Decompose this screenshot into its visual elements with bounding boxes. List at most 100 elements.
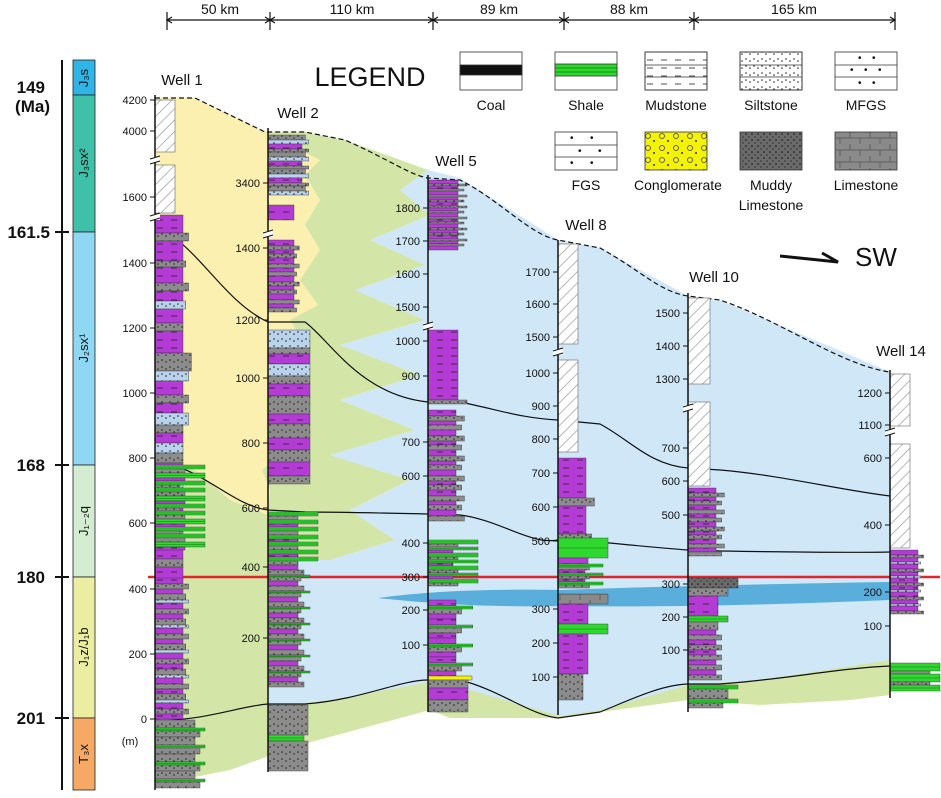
legend-muddy-limestone-label: Limestone: [739, 197, 804, 213]
svg-text:•: •: [598, 146, 602, 157]
depth-tick-label: 1700: [396, 236, 420, 248]
green-facies: [155, 132, 430, 560]
formation-label-j3sx2: J₃sx²: [76, 148, 91, 178]
depth-tick-label: 100: [662, 645, 680, 657]
legend-muddy-label: Muddy: [750, 177, 792, 193]
depth-tick-label: 600: [402, 471, 420, 483]
depth-tick-label: 400: [242, 562, 260, 574]
depth-tick-label: 400: [402, 538, 420, 550]
depth-tick-label: 400: [864, 520, 882, 532]
axis-break: [150, 157, 160, 163]
axis-break: [423, 323, 433, 329]
axis-break: [885, 429, 895, 435]
missing-section: [687, 297, 711, 385]
depth-tick-label: 1300: [656, 374, 680, 386]
depth-tick-label: 1000: [396, 336, 420, 348]
depth-tick-label: 200: [242, 633, 260, 645]
depth-tick-label: 700: [402, 437, 420, 449]
depth-tick-label: 1500: [526, 332, 550, 344]
svg-text:•: •: [590, 158, 594, 169]
depth-tick-label: 1200: [858, 388, 882, 400]
direction-label: SW: [855, 242, 897, 272]
direction-indicator: SW: [779, 242, 897, 272]
lithology-bed: [427, 675, 473, 681]
formation-label-t3x: T₃x: [76, 744, 91, 764]
missing-section: [889, 373, 911, 427]
age-168: 168: [17, 456, 45, 475]
depth-tick-label: 900: [402, 371, 420, 383]
depth-tick-label: 1700: [526, 267, 550, 279]
depth-tick-label: 800: [532, 434, 550, 446]
svg-text:•: •: [858, 53, 862, 64]
distance-label-2: 110 km: [330, 1, 375, 17]
depth-tick-label: 600: [662, 476, 680, 488]
missing-section: [557, 243, 579, 345]
well-title-8: Well 8: [565, 217, 606, 234]
age-unit: (Ma): [15, 97, 50, 116]
depth-tick-label: 700: [532, 468, 550, 480]
well-title-14: Well 14: [876, 343, 926, 360]
svg-text:•: •: [570, 158, 574, 169]
depth-unit: (m): [122, 736, 139, 748]
legend-coal-label: Coal: [477, 97, 506, 113]
depth-tick-label: 200: [129, 649, 147, 661]
depth-tick-label: 1200: [236, 315, 260, 327]
distance-label-4: 88 km: [610, 1, 648, 17]
depth-tick-label: 100: [864, 621, 882, 633]
depth-tick-label: 400: [129, 584, 147, 596]
svg-text:•: •: [570, 133, 574, 144]
legend-mudstone-label: Mudstone: [645, 97, 707, 113]
depth-tick-label: 800: [129, 453, 147, 465]
missing-section: [889, 443, 911, 549]
depth-tick-label: 1000: [236, 373, 260, 385]
legend-fgs-label: FGS: [572, 177, 601, 193]
axis-break: [263, 231, 273, 237]
legend-conglomerate-label: Conglomerate: [634, 177, 722, 193]
boundary-168: [154, 461, 891, 554]
formation-t3x: [72, 717, 96, 791]
correlation-lines: [154, 97, 891, 721]
depth-tick-label: 1100: [858, 420, 882, 432]
depth-tick-label: 1400: [123, 258, 147, 270]
depth-tick-label: 600: [129, 518, 147, 530]
age-column: J₃s J₃sx² J₂sx¹ J₁₋₂q J₁z/J₁b T₃x 149 (M…: [7, 59, 96, 791]
depth-tick-label: 600: [242, 503, 260, 515]
depth-tick-label: 300: [402, 572, 420, 584]
distance-label-3: 89 km: [480, 1, 518, 17]
legend-muddy-limestone-swatch: [739, 131, 803, 171]
depth-tick-label: 200: [662, 612, 680, 624]
age-161: 161.5: [7, 223, 50, 242]
svg-text:•: •: [578, 146, 582, 157]
formation-label-j3s: J₃s: [76, 68, 91, 87]
well-title-10: Well 10: [689, 269, 739, 286]
age-149: 149: [17, 78, 45, 97]
depth-tick-label: 100: [402, 640, 420, 652]
axis-break: [683, 405, 693, 411]
depth-tick-label: 1600: [123, 192, 147, 204]
missing-section: [687, 401, 711, 487]
legend-mfgs-label: MFGS: [846, 97, 886, 113]
depth-tick-label: 1500: [396, 302, 420, 314]
legend-title: LEGEND: [314, 62, 425, 92]
svg-text:•: •: [872, 78, 876, 89]
well-title-2: Well 2: [277, 105, 318, 122]
svg-text:•: •: [864, 65, 868, 76]
depth-tick-label: 500: [662, 510, 680, 522]
legend-limestone-swatch: [834, 131, 898, 171]
missing-section: [154, 164, 176, 214]
distance-bar: [165, 12, 897, 30]
legend-fgs-swatch: [554, 131, 618, 171]
depth-tick-label: 1500: [656, 308, 680, 320]
age-201: 201: [17, 709, 45, 728]
well-title-1: Well 1: [161, 72, 202, 89]
depth-tick-label: 1400: [236, 243, 260, 255]
depth-tick-label: 300: [662, 579, 680, 591]
depth-tick-label: 1600: [526, 299, 550, 311]
depth-ticks: 4200400016001400120010008006004002000340…: [123, 95, 896, 726]
depth-tick-label: 700: [662, 443, 680, 455]
legend-siltstone-label: Siltstone: [744, 97, 798, 113]
depth-tick-label: 500: [532, 536, 550, 548]
formation-label-j2sx1: J₂sx¹: [76, 333, 91, 363]
lithology-bed: [687, 577, 739, 589]
